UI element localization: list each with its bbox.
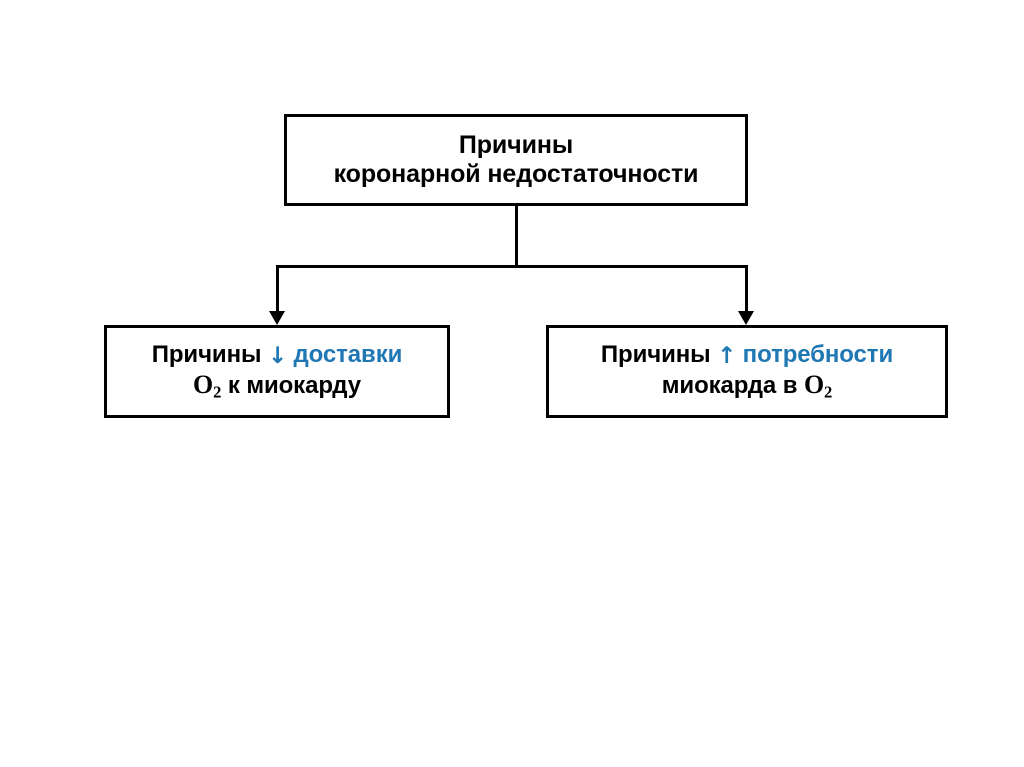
oxygen-formula: O2 — [803, 369, 833, 402]
oxygen-subscript: 2 — [824, 382, 833, 402]
node-supply-suffix: к миокарду — [221, 371, 361, 399]
node-supply-line-1: Причины ↓ доставки — [152, 341, 403, 369]
node-demand-line-2: миокарда в O2 — [661, 369, 833, 402]
node-demand-prefix: Причины — [600, 341, 718, 369]
oxygen-formula: O2 — [193, 369, 222, 402]
arrowhead-down-right-icon — [738, 311, 754, 325]
node-root-line-1: Причины — [458, 130, 574, 159]
node-supply-prefix: Причины — [151, 341, 268, 369]
node-decreased-oxygen-supply: Причины ↓ доставки O2 к миокарду — [104, 325, 450, 418]
node-supply-line-2: O2 к миокарду — [193, 370, 361, 402]
connector-stem-vertical — [515, 206, 518, 267]
oxygen-subscript: 2 — [213, 382, 222, 402]
connector-horizontal-bar — [276, 265, 748, 268]
arrow-down-icon: ↓ — [267, 343, 287, 370]
node-demand-accent: потребности — [736, 341, 894, 369]
connector-drop-right — [745, 265, 748, 313]
node-demand-prefix-2: миокарда в — [661, 371, 804, 399]
oxygen-symbol: O — [193, 369, 214, 399]
arrowhead-down-left-icon — [269, 311, 285, 325]
oxygen-symbol: O — [803, 369, 825, 399]
node-supply-accent: доставки — [286, 341, 403, 369]
arrow-up-icon: ↑ — [717, 343, 737, 370]
node-root-causes: Причины коронарной недостаточности — [284, 114, 748, 206]
connector-drop-left — [276, 265, 279, 313]
node-root-line-2: коронарной недостаточности — [333, 160, 699, 188]
node-increased-myocardial-oxygen-demand: Причины ↑ потребности миокарда в O2 — [546, 325, 948, 418]
node-demand-line-1: Причины ↑ потребности — [601, 341, 893, 369]
